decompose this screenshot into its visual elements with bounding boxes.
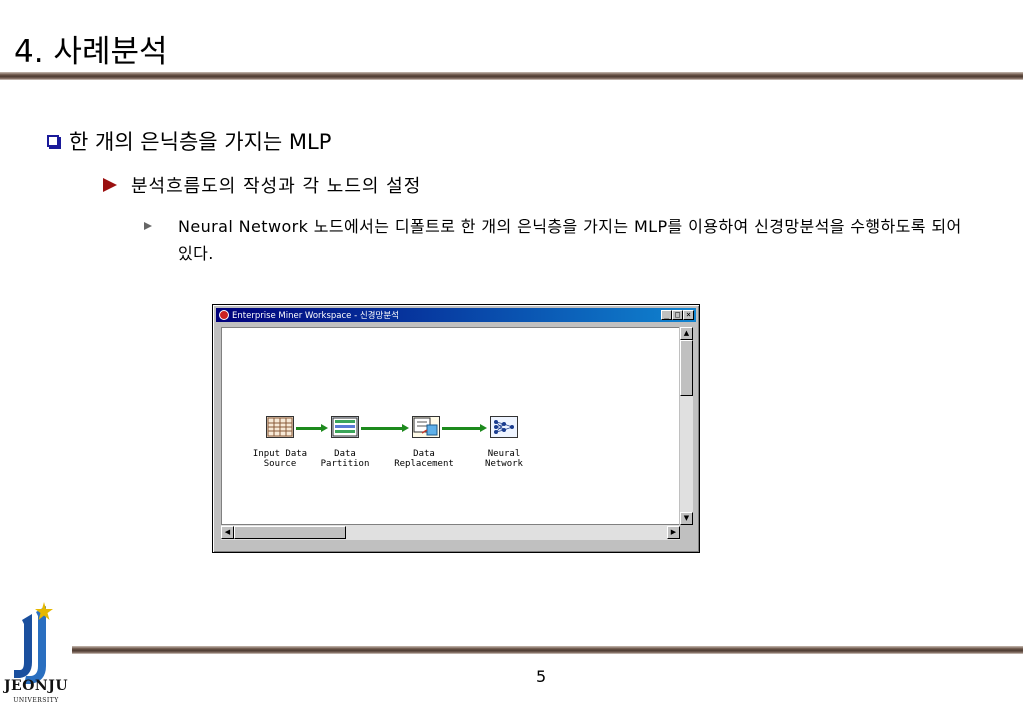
node-label-data-replacement: Data Replacement — [394, 449, 454, 469]
app-icon — [219, 310, 229, 320]
neural-network-icon — [494, 420, 514, 434]
logo-name: JEONJU — [3, 678, 69, 694]
scroll-left-button[interactable]: ◀ — [221, 526, 234, 539]
partition-icon — [332, 417, 358, 437]
top-divider — [0, 72, 1023, 80]
bullet-level2-text: 분석흐름도의 작성과 각 노드의 설정 — [131, 176, 422, 197]
bullet-level1: 한 개의 은닉층을 가지는 MLP — [47, 126, 331, 156]
horizontal-scrollbar[interactable]: ◀ ▶ — [221, 525, 680, 540]
bullet-level3-text: Neural Network 노드에서는 디폴트로 한 개의 은닉층을 가지는 … — [178, 217, 962, 263]
square-bullet-icon — [47, 135, 59, 147]
replacement-icon — [413, 417, 438, 436]
node-input-data-source[interactable] — [266, 416, 294, 438]
vertical-scroll-thumb[interactable] — [680, 340, 693, 396]
node-data-partition[interactable] — [331, 416, 359, 438]
table-icon — [267, 417, 293, 437]
bullet-level2: 분석흐름도의 작성과 각 노드의 설정 — [103, 172, 421, 198]
scroll-right-button[interactable]: ▶ — [667, 526, 680, 539]
slide-title: 4. 사례분석 — [14, 34, 168, 70]
bullet-level1-text: 한 개의 은닉층을 가지는 MLP — [69, 130, 332, 154]
connector-arrow — [296, 424, 328, 432]
diagram-canvas[interactable]: Input Data Source Data Partition Data Re… — [221, 327, 680, 525]
node-label-input-data-source: Input Data Source — [252, 449, 308, 469]
node-label-data-partition: Data Partition — [320, 449, 370, 469]
maximize-button[interactable]: □ — [672, 310, 683, 320]
bullet-level3: Neural Network 노드에서는 디폴트로 한 개의 은닉층을 가지는 … — [144, 213, 968, 267]
scroll-up-button[interactable]: ▲ — [680, 327, 693, 340]
page-number: 5 — [536, 667, 547, 686]
connector-arrow — [361, 424, 409, 432]
scroll-down-button[interactable]: ▼ — [680, 512, 693, 525]
enterprise-miner-window: Enterprise Miner Workspace - 신경망분석 _ □ ×… — [212, 304, 700, 553]
window-titlebar[interactable]: Enterprise Miner Workspace - 신경망분석 _ □ × — [216, 308, 696, 322]
minimize-button[interactable]: _ — [661, 310, 672, 320]
node-label-neural-network: Neural Network — [485, 449, 523, 469]
logo-subtitle: UNIVERSITY — [13, 697, 59, 704]
close-button[interactable]: × — [683, 310, 694, 320]
university-logo — [14, 602, 53, 684]
node-neural-network[interactable] — [490, 416, 518, 438]
arrow-bullet-icon — [103, 178, 117, 192]
connector-arrow — [442, 424, 487, 432]
window-title: Enterprise Miner Workspace - 신경망분석 — [232, 311, 399, 321]
bottom-divider — [72, 646, 1023, 654]
horizontal-scroll-thumb[interactable] — [234, 526, 346, 539]
window-controls: _ □ × — [661, 310, 694, 320]
vertical-scrollbar[interactable]: ▲ ▼ — [679, 327, 693, 525]
node-data-replacement[interactable] — [412, 416, 440, 438]
small-arrow-bullet-icon — [144, 222, 152, 230]
